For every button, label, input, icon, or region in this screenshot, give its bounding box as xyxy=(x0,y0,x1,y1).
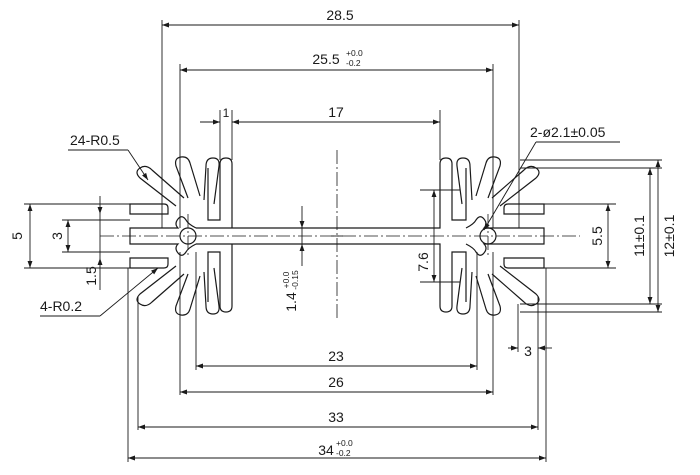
dim-5-5: 5.5 xyxy=(589,226,605,246)
callout-corner-radius: 4-R0.2 xyxy=(40,298,82,314)
center-plate-top xyxy=(196,157,467,229)
dim-12: 12±0.1 xyxy=(661,214,677,257)
left-upper-fins xyxy=(136,156,220,207)
callout-fillet-radius: 24-R0.5 xyxy=(70,132,120,148)
left-fin-stubs xyxy=(129,203,169,269)
callout-text: 24-R0.5 4-R0.2 2-ø2.1±0.05 xyxy=(40,124,606,314)
left-lower-fins xyxy=(136,265,220,316)
dim-17: 17 xyxy=(328,104,344,120)
center-lines xyxy=(100,150,580,320)
dim-34: 34 xyxy=(318,442,334,458)
dim-26: 26 xyxy=(328,374,344,390)
dim-23: 23 xyxy=(328,348,344,364)
right-upper-fins xyxy=(456,156,540,207)
dim-3-right-fin: 3 xyxy=(524,343,532,359)
leaders xyxy=(40,141,620,317)
dim-1: 1 xyxy=(223,106,230,120)
dim-25-5-tol-upper: +0.0 xyxy=(346,48,363,58)
extension-lines xyxy=(24,20,662,462)
right-fin-stubs xyxy=(503,203,545,269)
dim-1-4-web: 1.4 xyxy=(283,292,299,312)
dim-7-6: 7.6 xyxy=(415,252,431,272)
dim-3-left: 3 xyxy=(49,232,65,240)
dim-11: 11±0.1 xyxy=(631,215,647,257)
dim-25-5-tol-lower: -0.2 xyxy=(346,58,361,68)
dim-1-4-tol-upper: +0.0 xyxy=(281,271,291,288)
dim-1-4-tol-lower: -0.15 xyxy=(290,270,300,290)
dimension-lines xyxy=(27,22,662,461)
dim-34-tol-lower: -0.2 xyxy=(336,448,351,458)
dim-34-tol-upper: +0.0 xyxy=(336,438,353,448)
dim-1-5-left: 1.5 xyxy=(83,266,99,286)
dimension-text: 28.5 25.5 +0.0 -0.2 17 1 23 26 33 34 +0.… xyxy=(9,7,677,458)
dim-5-left: 5 xyxy=(9,232,25,240)
center-plate-bottom xyxy=(196,243,467,313)
dim-28-5: 28.5 xyxy=(326,7,353,23)
dim-25-5: 25.5 xyxy=(312,51,339,67)
callout-hole: 2-ø2.1±0.05 xyxy=(530,124,606,140)
dim-33: 33 xyxy=(328,409,344,425)
right-lower-fins xyxy=(456,265,540,316)
